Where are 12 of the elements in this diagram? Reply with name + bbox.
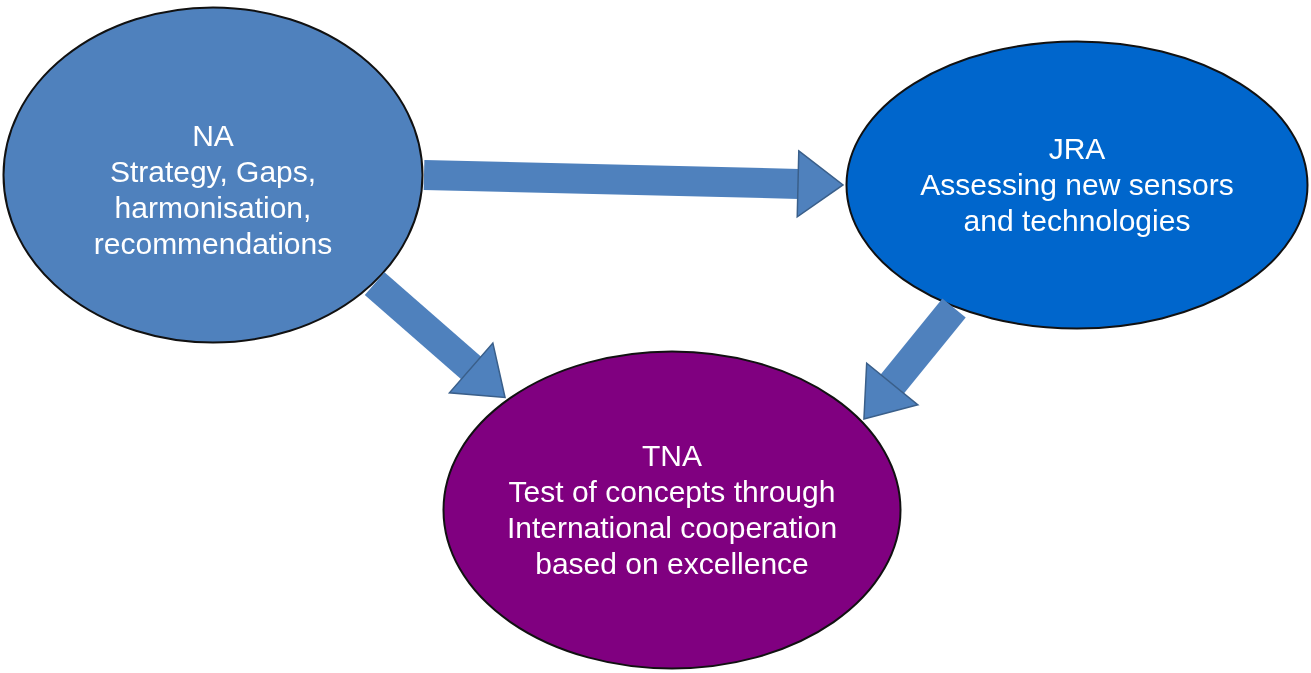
node-title: JRA xyxy=(1048,131,1106,167)
ellipse-node xyxy=(442,350,902,670)
node-description: Strategy, Gaps, harmonisation, recommendations xyxy=(92,154,334,262)
node-description: Test of concepts through International cooperation based on excellence xyxy=(505,474,839,582)
ellipse-node xyxy=(2,6,424,344)
block-arrow xyxy=(423,150,844,218)
node-description: Assessing new sensors and technologies xyxy=(919,167,1235,239)
node-title: TNA xyxy=(642,438,702,474)
block-arrow xyxy=(364,272,506,399)
ellipse-node xyxy=(845,40,1309,330)
block-arrow xyxy=(863,298,966,420)
node-title: NA xyxy=(192,118,234,154)
